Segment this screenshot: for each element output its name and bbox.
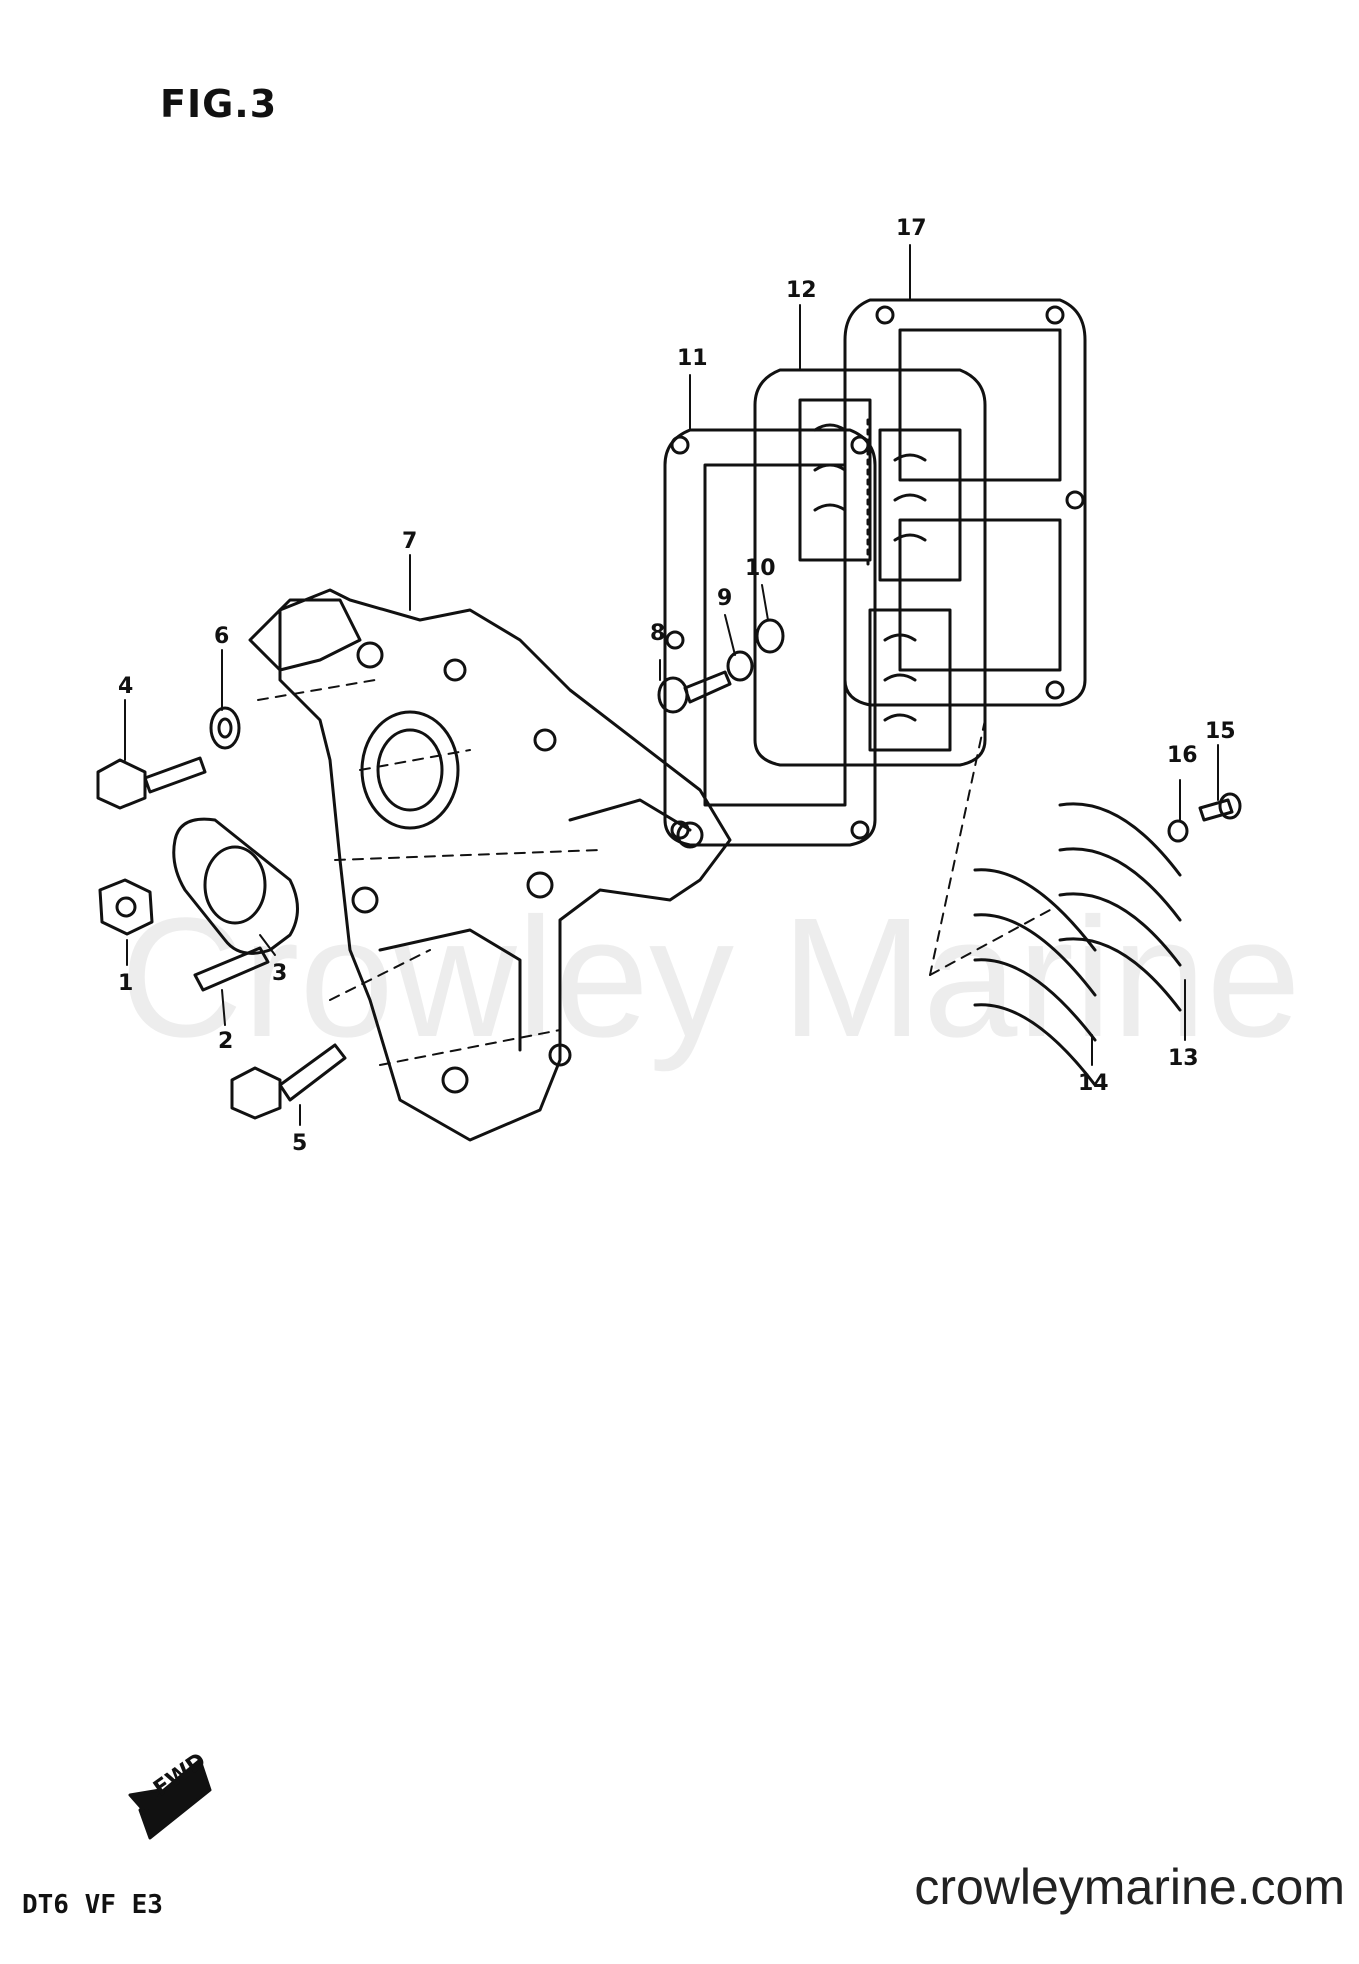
site-url: crowleymarine.com [914,1859,1345,1915]
screw-15 [1198,792,1242,822]
callout-8: 8 [650,621,665,646]
fwd-arrow-icon [128,1758,212,1840]
callout-13: 13 [1168,1046,1199,1071]
washer-10 [755,618,785,654]
stud-2 [193,946,270,992]
callout-10: 10 [745,556,776,581]
reed-valves-13 [1058,802,1182,1012]
assembly-lines [257,679,1051,1066]
callout-12: 12 [786,278,817,303]
callout-16: 16 [1167,743,1198,768]
screw-8 [657,670,732,714]
intake-manifold-7 [248,588,732,1142]
callout-6: 6 [214,624,229,649]
reed-valve-block-12 [753,368,987,767]
bolt-4 [96,756,207,810]
gasket-3 [172,817,299,955]
callout-9: 9 [717,586,732,611]
model-code: DT6 VF E3 [22,1890,163,1920]
callout-4: 4 [118,674,133,699]
gasket-17 [843,298,1087,707]
gasket-11 [663,428,877,847]
callout-2: 2 [218,1029,233,1054]
callout-5: 5 [292,1131,307,1156]
callout-leaders [124,244,1219,1126]
nut-1 [98,878,154,936]
callout-15: 15 [1205,719,1236,744]
callout-14: 14 [1078,1071,1109,1096]
callout-1: 1 [118,971,133,996]
lockwasher-9 [726,650,754,682]
reed-stoppers-14 [973,868,1097,1087]
callout-7: 7 [402,529,417,554]
callout-11: 11 [677,346,708,371]
callout-17: 17 [896,216,927,241]
callout-3: 3 [272,961,287,986]
figure-title: FIG.3 [160,82,278,126]
watermark: Crowley Marine [120,883,1301,1073]
bolt-5 [230,1043,347,1120]
washer-16 [1167,819,1189,843]
washer-6 [209,706,241,750]
